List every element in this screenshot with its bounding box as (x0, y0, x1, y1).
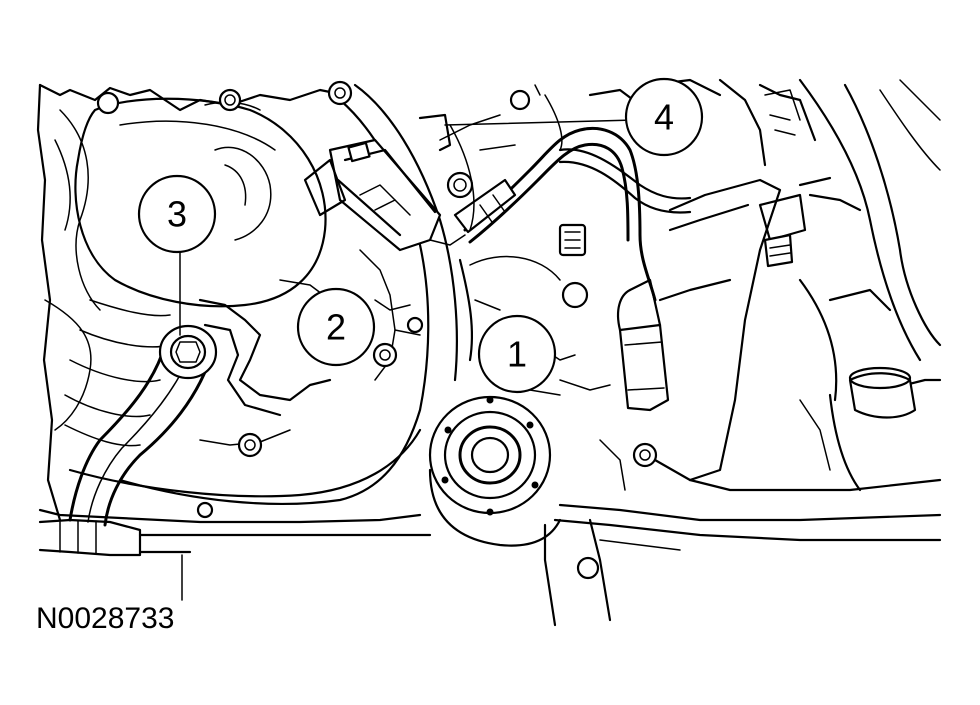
callout-4-label: 4 (654, 97, 674, 138)
engine-mount-bracket (543, 178, 942, 627)
bolt-small-b (196, 501, 214, 519)
callout-3: 3 (137, 174, 217, 254)
callout-1-label: 1 (507, 334, 527, 375)
bolt-left-top (96, 91, 120, 115)
wire-harness (418, 84, 692, 302)
bolt-bottom (237, 432, 263, 458)
bolt-stud (561, 281, 589, 309)
callout-3-label: 3 (167, 194, 187, 235)
bolt-small-a (406, 316, 424, 334)
bolt-right-lower (632, 442, 658, 468)
callout-1: 1 (477, 314, 557, 394)
connector-1 (558, 223, 670, 412)
bolt-lower-mid (372, 342, 398, 368)
callout-2: 2 (296, 287, 376, 367)
callout-4: 4 (624, 77, 704, 157)
leader-4 (444, 119, 636, 126)
callout-2-label: 2 (326, 307, 346, 348)
leader-lines (179, 119, 636, 601)
connector-2 (303, 138, 466, 252)
round-cover (74, 88, 327, 308)
reference-code: N0028733 (36, 602, 174, 635)
bolt-mid (446, 171, 474, 199)
mount-stud (758, 176, 832, 268)
right-structure (718, 78, 942, 492)
bolt-top-center (327, 80, 353, 106)
output-shaft-seal (428, 395, 562, 547)
coolant-pipe (38, 324, 432, 557)
bolt-right-top (509, 89, 531, 111)
